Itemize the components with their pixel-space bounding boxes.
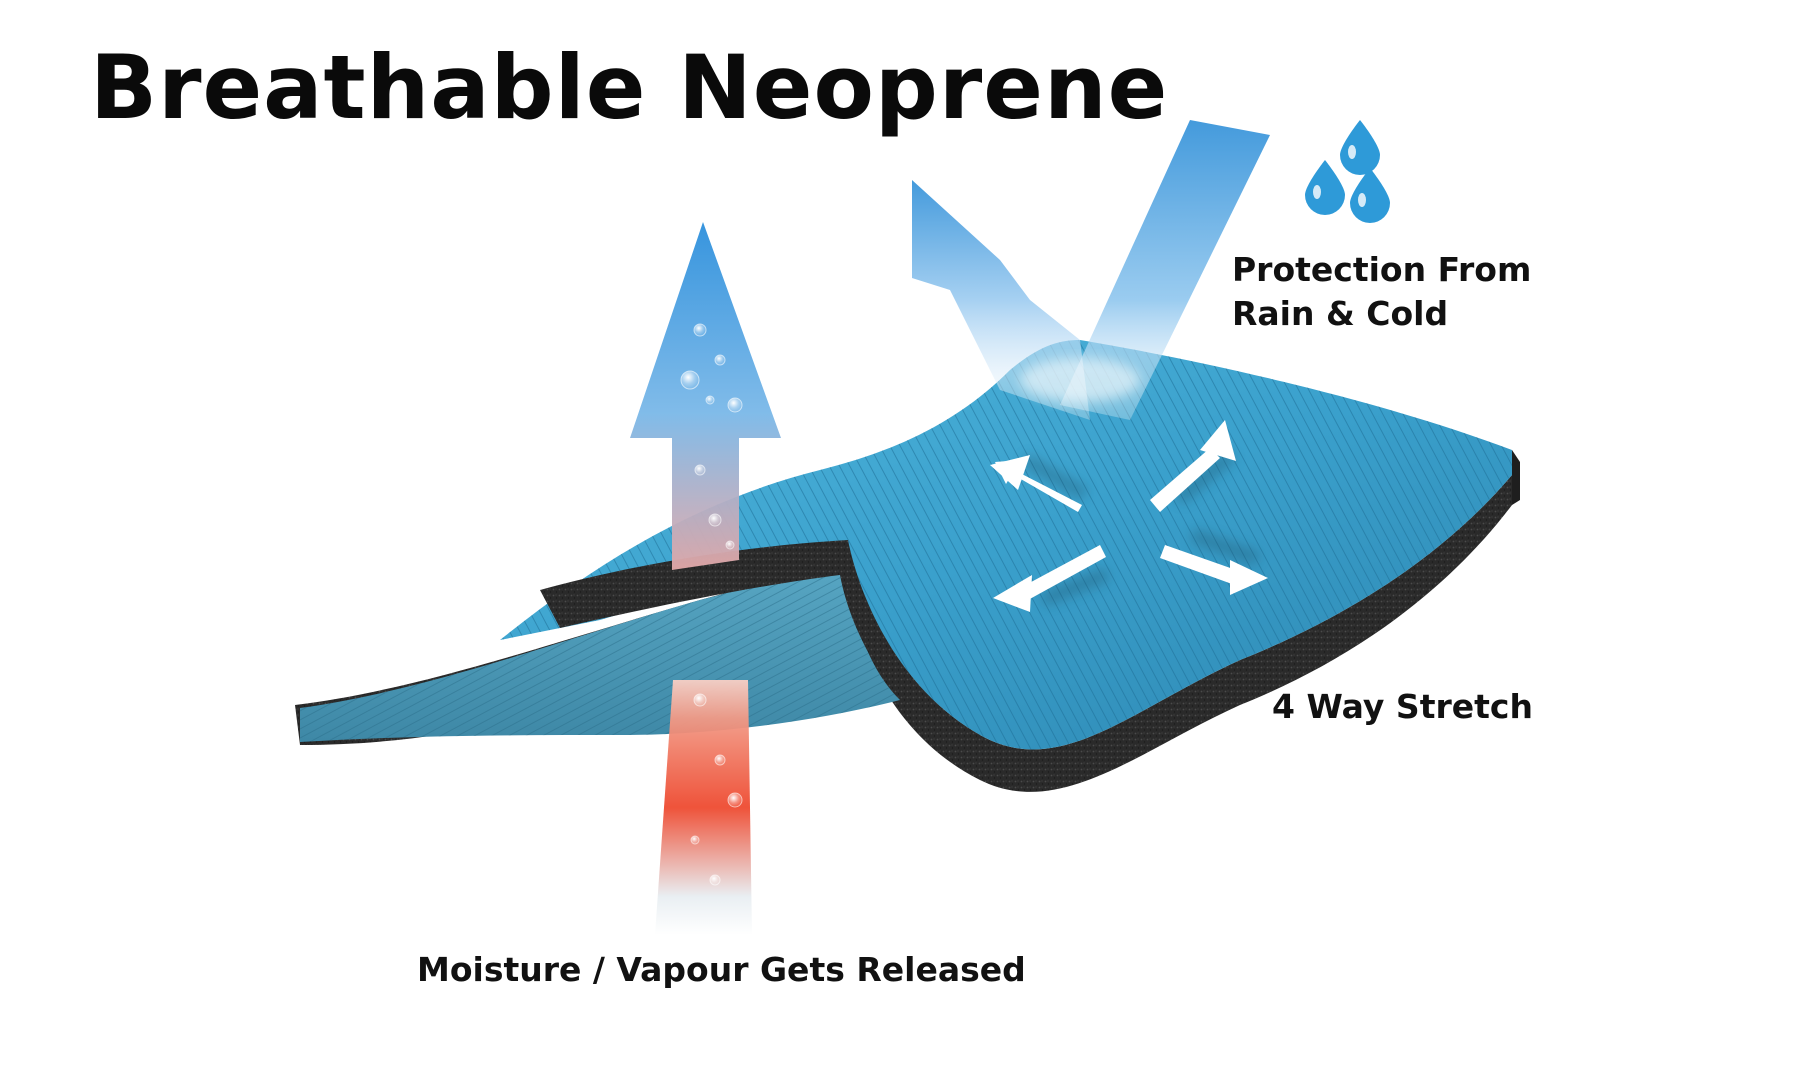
rain-protection-label: Protection From Rain & Cold [1232, 248, 1531, 335]
rain-label-line-1: Protection From [1232, 250, 1532, 289]
moisture-up-arrow [630, 222, 781, 570]
page-title: Breathable Neoprene [90, 36, 1169, 139]
foam-layer [295, 475, 1512, 792]
water-drops-icon [1305, 120, 1390, 223]
stretch-label: 4 Way Stretch [1272, 687, 1533, 726]
four-way-arrows-icon [990, 420, 1268, 612]
heat-column [655, 680, 752, 935]
foam-fold-edge [540, 540, 980, 752]
rain-deflection-arrows [912, 120, 1270, 420]
moisture-label: Moisture / Vapour Gets Released [417, 950, 1026, 989]
incoming-rain-beam [1060, 120, 1270, 420]
neoprene-fabric [295, 340, 1520, 792]
reflected-beam-arrow [912, 180, 1090, 420]
vapour-release-arrow [630, 222, 781, 935]
rain-label-line-2: Rain & Cold [1232, 293, 1449, 333]
